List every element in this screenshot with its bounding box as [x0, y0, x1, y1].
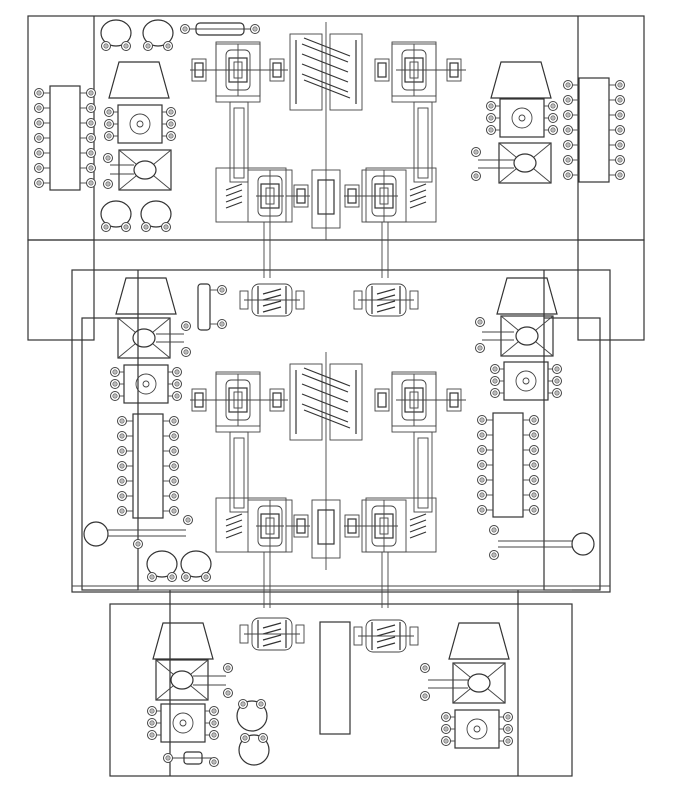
board-top-outline: [27, 15, 645, 241]
board-top-left-tab: [27, 239, 95, 341]
transistor-leads: [156, 321, 191, 357]
axial-resistor-top: [180, 22, 260, 36]
board-middle-outline: [71, 269, 611, 593]
board-bottom-outline: [109, 603, 573, 777]
round-connector-right: [489, 525, 595, 560]
board-top-right-tab: [577, 239, 645, 341]
soic-chip: [442, 710, 513, 748]
capacitor: [101, 20, 131, 51]
soic-chip: [491, 362, 562, 400]
gear-module-lower: [190, 352, 466, 608]
worm-coupler: [353, 283, 419, 317]
capacitor: [181, 551, 211, 582]
axial-resistor-bottom: [163, 751, 219, 767]
dip-ic-middle-left: [118, 414, 179, 518]
soic-chip: [148, 704, 219, 742]
worm-couplers-upper: [197, 283, 419, 331]
pyramid-transistor: [117, 317, 171, 359]
middle-board-components: [83, 277, 595, 608]
soic-chip: [105, 105, 176, 143]
pyramid-transistor: [498, 142, 552, 184]
heatsink: [448, 622, 510, 660]
dip-ic-middle-right: [478, 413, 539, 517]
capacitor: [147, 551, 177, 582]
soic-chip: [487, 99, 558, 137]
capacitor: [101, 201, 131, 232]
transistor-leads: [193, 663, 233, 698]
pyramid-transistor: [500, 315, 554, 357]
pyramid-transistor: [155, 659, 209, 701]
heatsink: [152, 622, 214, 660]
heatsink: [496, 277, 558, 315]
heatsink: [108, 61, 170, 99]
round-connector-left: [83, 515, 193, 549]
transistor-leads: [471, 147, 514, 181]
heatsink: [115, 277, 177, 315]
soic-chip: [111, 365, 182, 403]
capacitor: [141, 201, 171, 232]
rectangular-block: [319, 621, 351, 735]
transistor-leads: [103, 153, 134, 189]
dip-ic-top-left: [35, 86, 96, 190]
side-resistor: [197, 283, 227, 331]
capacitor-pair-bottom: [236, 699, 270, 766]
transistor-leads: [475, 317, 514, 353]
pyramid-transistor: [452, 662, 506, 704]
worm-coupler: [353, 619, 419, 653]
worm-coupler: [239, 283, 305, 317]
transistor-leads: [420, 663, 468, 701]
capacitor: [143, 20, 173, 51]
worm-coupler: [239, 617, 305, 651]
board-middle-right-rail: [543, 317, 601, 591]
dip-ic-top-right: [564, 78, 625, 182]
heatsink: [490, 61, 552, 99]
board-middle-left-rail: [81, 317, 139, 591]
bottom-board-components: [148, 617, 513, 767]
top-board-components: [35, 20, 625, 278]
pyramid-transistor: [118, 149, 172, 191]
